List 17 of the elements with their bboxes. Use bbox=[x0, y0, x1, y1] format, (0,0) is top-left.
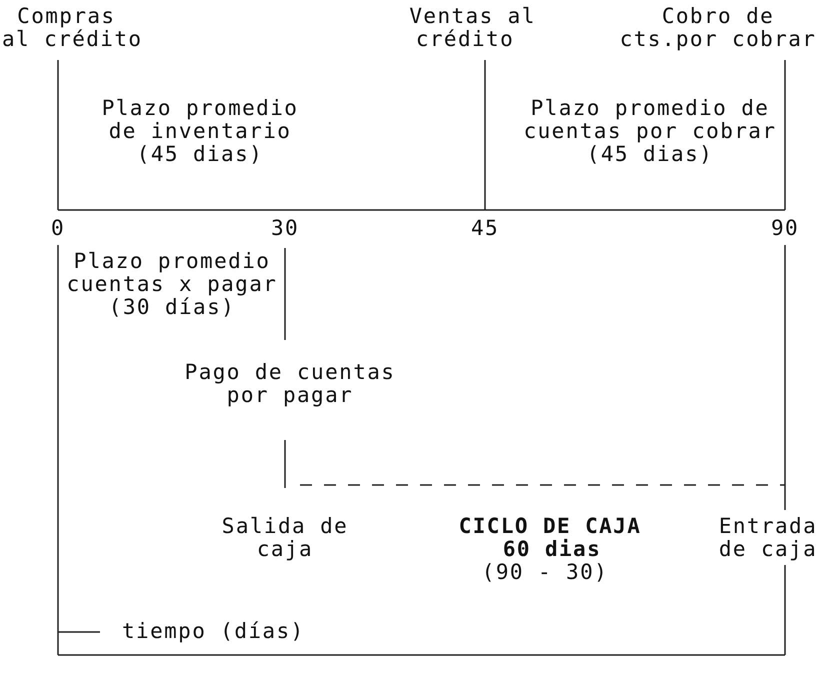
legend-text: tiempo (días) bbox=[122, 620, 305, 643]
timeline-label: Cobro de cts.por cobrar bbox=[618, 5, 818, 51]
timeline-label: Plazo promedio de inventario (45 dias) bbox=[100, 97, 300, 166]
timeline-label: Plazo promedio de cuentas por cobrar (45 dias) bbox=[522, 97, 778, 166]
tick-label: 90 bbox=[770, 217, 800, 240]
timeline-label: Plazo promedio cuentas x pagar (30 días) bbox=[66, 250, 278, 319]
cycle-label: 60 dias bbox=[502, 538, 602, 561]
tick-label: 0 bbox=[50, 217, 66, 240]
tick-label: 30 bbox=[270, 217, 300, 240]
timeline-label: Pago de cuentas por pagar bbox=[184, 361, 396, 407]
timeline-label: Entrada de caja bbox=[718, 515, 818, 561]
timeline-label: (90 - 30) bbox=[480, 561, 610, 584]
tick-label: 45 bbox=[470, 217, 500, 240]
timeline-label: Compras al crédito bbox=[2, 5, 144, 51]
timeline-label: Salida de caja bbox=[220, 515, 350, 561]
timeline-label: Ventas al crédito bbox=[408, 5, 537, 51]
cycle-label: CICLO DE CAJA bbox=[458, 515, 642, 538]
